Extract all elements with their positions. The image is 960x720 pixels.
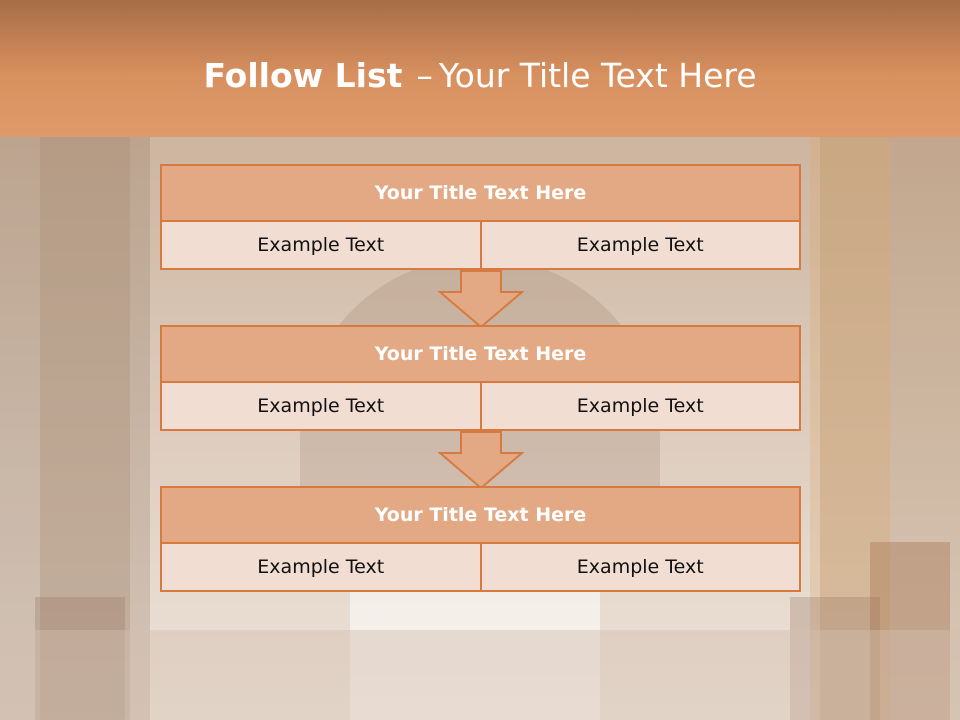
background-wall-right — [820, 137, 960, 720]
step-title[interactable]: Your Title Text Here — [162, 166, 799, 222]
background-column-left — [40, 137, 130, 720]
title-rest-part: Your Title Text Here — [438, 56, 757, 95]
down-arrow-icon — [438, 270, 524, 328]
background-chair-left — [35, 597, 125, 720]
background-floor — [0, 630, 960, 720]
step-cell-left[interactable]: Example Text — [257, 556, 385, 578]
background-altar — [350, 592, 600, 720]
step-cell-right[interactable]: Example Text — [479, 222, 800, 268]
background-chair-right — [790, 597, 880, 720]
background-wall-left — [0, 137, 150, 720]
step-block-1[interactable]: Your Title Text Here Example Text Exampl… — [160, 164, 801, 270]
title-separator: – — [416, 56, 433, 95]
title-bar: Follow List–Your Title Text Here — [0, 0, 960, 137]
step-row: Example Text Example Text — [162, 222, 799, 268]
step-title[interactable]: Your Title Text Here — [162, 327, 799, 383]
step-block-3[interactable]: Your Title Text Here Example Text Exampl… — [160, 486, 801, 592]
step-cell-right[interactable]: Example Text — [479, 383, 800, 429]
down-arrow-icon — [438, 431, 524, 489]
step-title[interactable]: Your Title Text Here — [162, 488, 799, 544]
step-row: Example Text Example Text — [162, 544, 799, 590]
step-cell-left[interactable]: Example Text — [257, 234, 385, 256]
slide-title[interactable]: Follow List–Your Title Text Here — [0, 56, 960, 96]
background-pulpit — [870, 542, 950, 720]
step-cell-left[interactable]: Example Text — [257, 395, 385, 417]
step-block-2[interactable]: Your Title Text Here Example Text Exampl… — [160, 325, 801, 431]
background-column-right — [810, 137, 890, 720]
step-cell-right[interactable]: Example Text — [479, 544, 800, 590]
title-bold-part: Follow List — [203, 56, 403, 95]
step-row: Example Text Example Text — [162, 383, 799, 429]
